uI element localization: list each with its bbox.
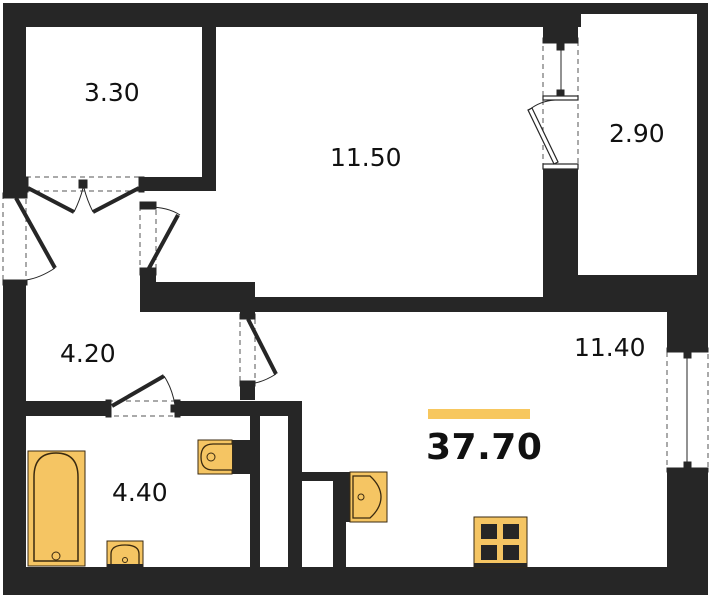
room-area-bathroom: 4.40 xyxy=(112,478,168,507)
total-area-accent-bar xyxy=(428,409,530,419)
room-area-hallway: 4.20 xyxy=(60,339,116,368)
doors xyxy=(2,37,709,473)
room-area-storage: 3.30 xyxy=(84,78,140,107)
sink-icon xyxy=(106,540,144,568)
toilet-icon xyxy=(197,439,233,475)
room-area-balcony: 2.90 xyxy=(609,119,665,148)
stove-icon xyxy=(473,516,528,568)
bathtub-icon xyxy=(27,450,86,567)
room-area-bedroom: 11.50 xyxy=(330,143,402,172)
walls xyxy=(3,3,708,595)
kitchen-sink-icon xyxy=(346,471,388,523)
total-area: 37.70 xyxy=(426,427,543,468)
room-area-kitchen-living: 11.40 xyxy=(574,333,646,362)
